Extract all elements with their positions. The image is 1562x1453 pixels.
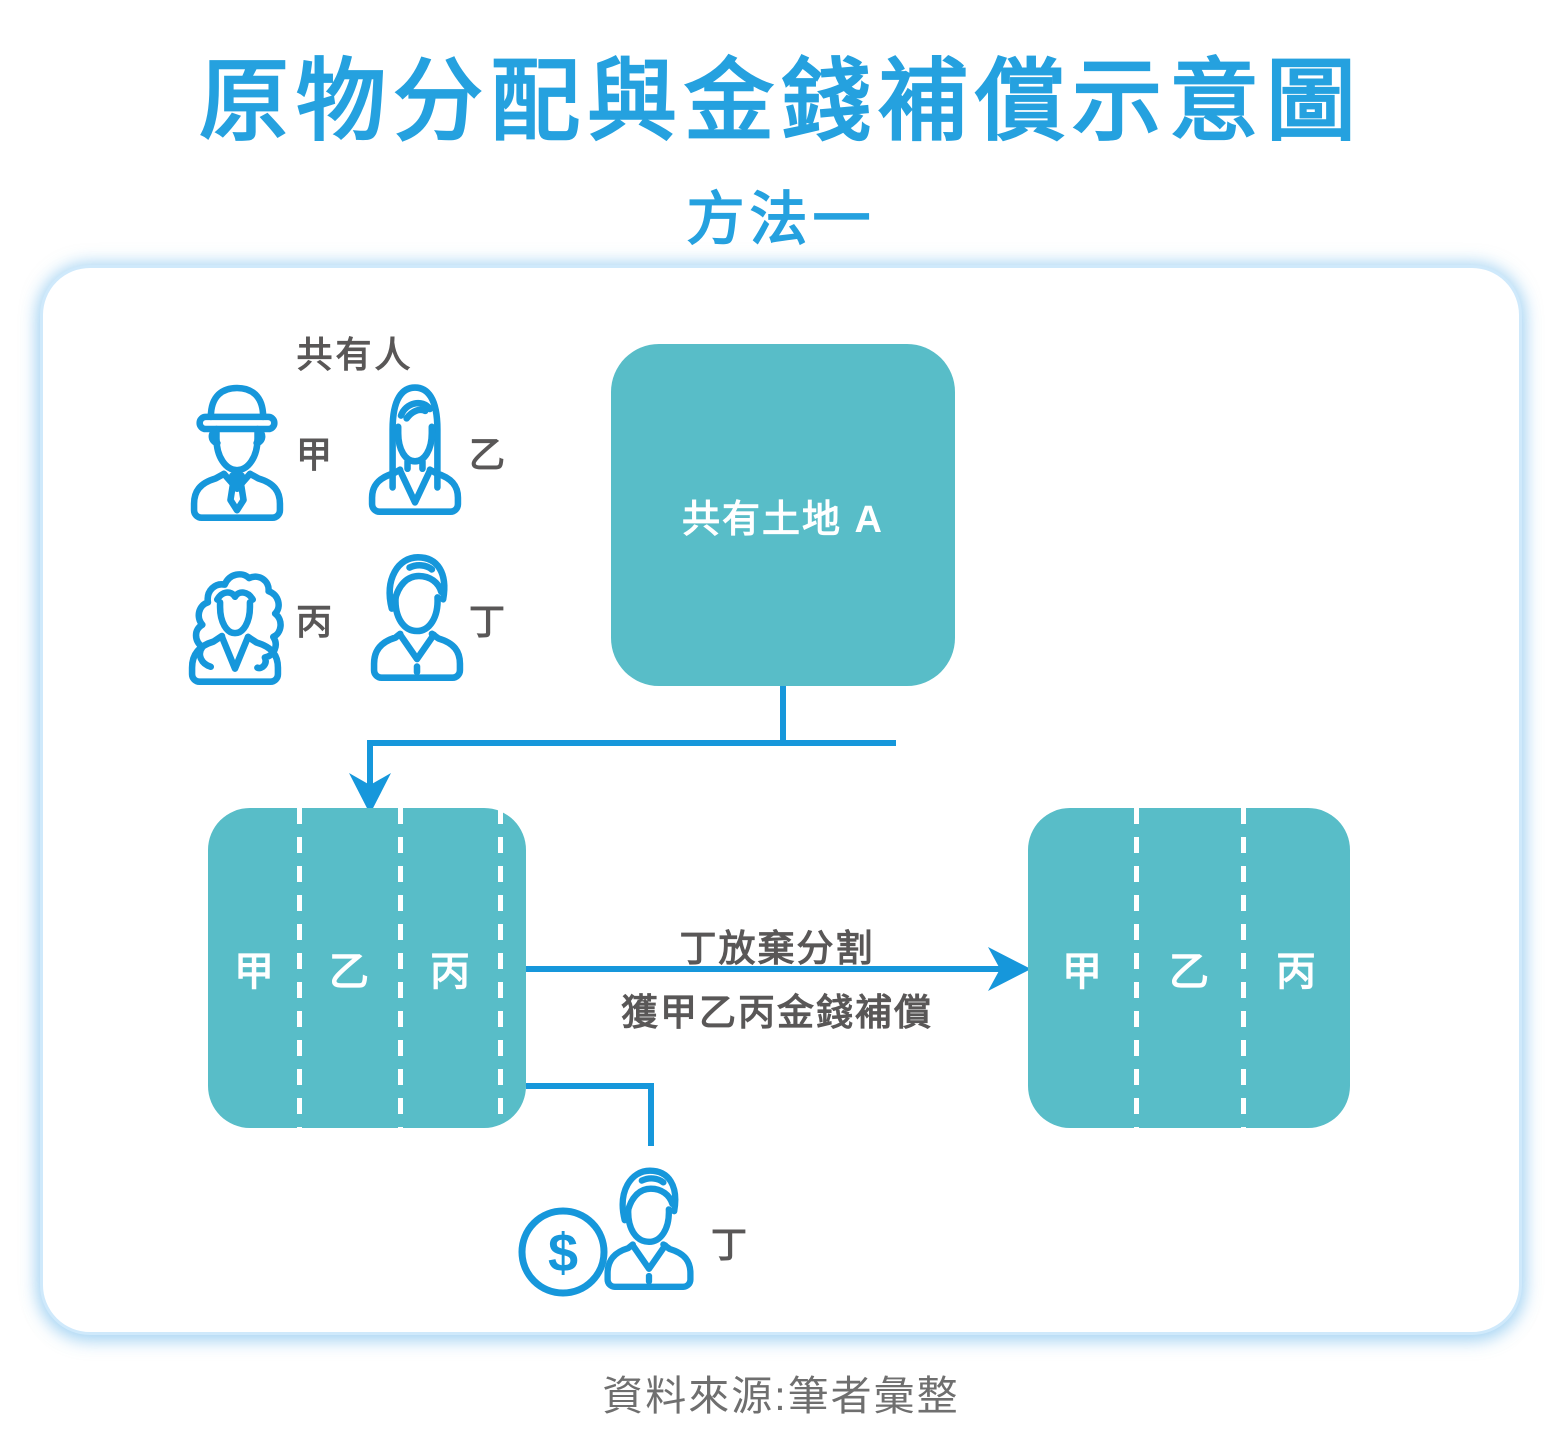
payment-connector-line [526,1083,654,1146]
transition-caption-line2: 獲甲乙丙金錢補償 [621,992,933,1033]
page-title: 原物分配與金錢補償示意圖 [199,52,1363,152]
shared-land-box: 共有土地 A [611,344,955,686]
woman-curly-hair-icon [179,542,291,687]
co-owners-label: 共有人 [296,334,414,375]
woman-long-hair-icon [359,372,471,517]
dollar-circle-icon: $ [515,1204,611,1300]
svg-text:$: $ [548,1223,578,1283]
member-name-c: 丙 [296,601,333,642]
man-with-hat-icon [181,378,293,523]
transition-caption-line1: 丁放棄分割 [679,928,875,969]
right-parcel-section-a: 甲 [1062,950,1102,994]
parcel-divider [297,808,302,1128]
diagram-card: 共有人 甲 [40,265,1522,1335]
compensated-member-name: 丁 [711,1224,748,1265]
parcel-divider [1241,808,1246,1128]
right-parcel-section-b: 乙 [1169,950,1209,994]
parcel-divider [398,808,403,1128]
left-parcel-section-a: 甲 [234,950,274,994]
parcel-divider [498,808,503,1128]
shared-land-label: 共有土地 A [681,498,884,541]
page-subtitle: 方法一 [686,187,876,252]
parcel-divider [1134,808,1139,1128]
source-note: 資料來源:筆者彙整 [602,1373,960,1419]
member-name-b: 乙 [469,434,506,475]
land-split-connector-line [367,686,896,786]
man-short-hair-icon [595,1148,703,1296]
left-parcel-box: 甲 乙 丙 [208,808,526,1128]
member-name-d: 丁 [469,601,506,642]
left-parcel-section-b: 乙 [329,950,369,994]
right-parcel-section-c: 丙 [1276,950,1316,994]
member-name-a: 甲 [296,434,333,475]
right-parcel-box: 甲 乙 丙 [1028,808,1350,1128]
left-parcel-section-c: 丙 [430,950,470,994]
man-short-hair-icon [361,538,473,683]
